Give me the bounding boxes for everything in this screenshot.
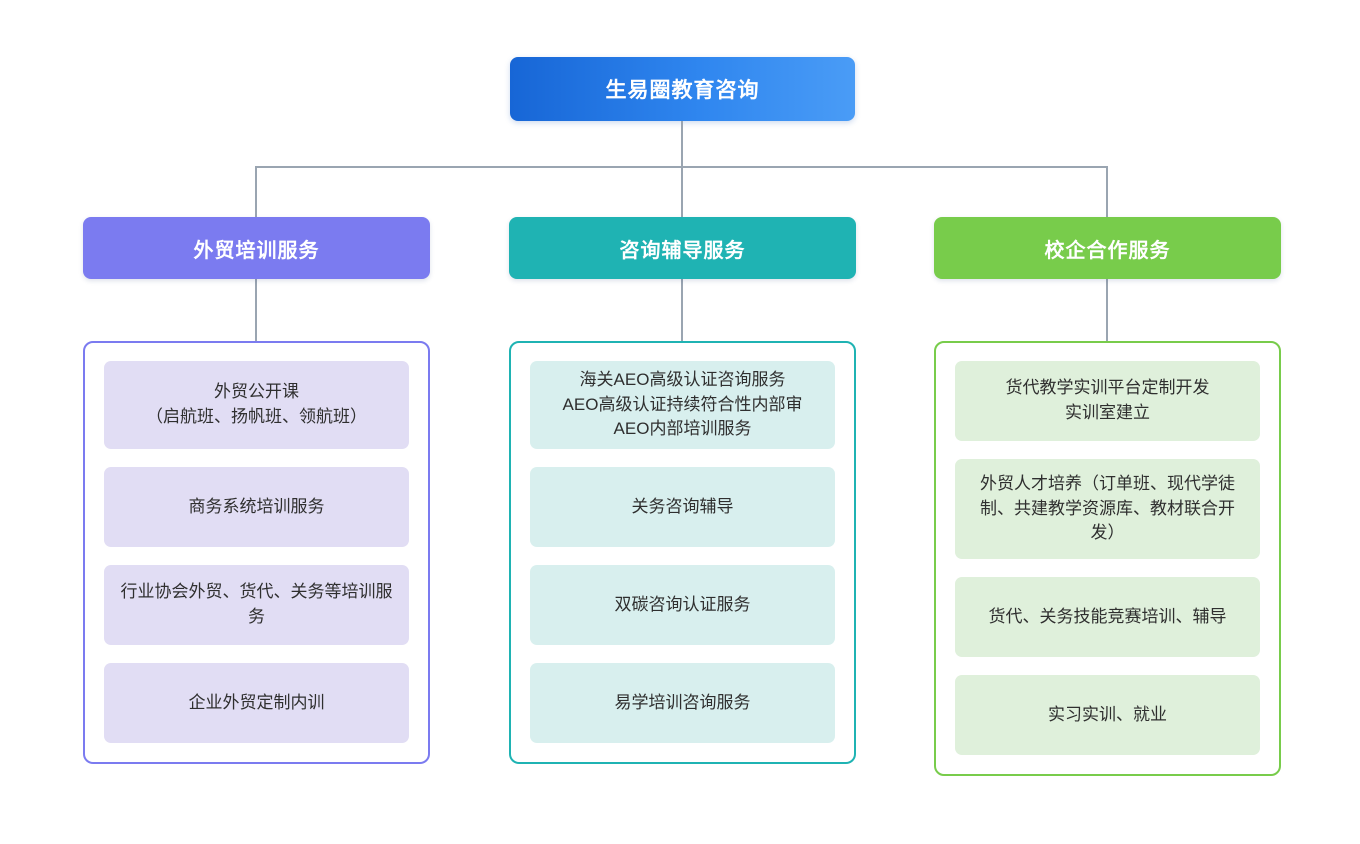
- branch-1-item-4[interactable]: 企业外贸定制内训: [104, 663, 409, 743]
- branch-3-item-2[interactable]: 外贸人才培养（订单班、现代学徒制、共建教学资源库、教材联合开发）: [955, 459, 1260, 559]
- branch-header-1-label: 外贸培训服务: [193, 239, 320, 262]
- branch-1-item-2[interactable]: 商务系统培训服务: [104, 467, 409, 547]
- branch-header-2-label: 咨询辅导服务: [619, 239, 746, 262]
- root-node-education-consulting[interactable]: 生易圈教育咨询: [510, 57, 855, 121]
- branch-column-consulting-tutoring: 咨询辅导服务 海关AEO高级认证咨询服务 AEO高级认证持续符合性内部审 AEO…: [509, 217, 856, 764]
- branch-header-2[interactable]: 咨询辅导服务: [509, 217, 856, 279]
- connector-branch-3-drop: [1106, 166, 1108, 218]
- connector-branch-2-to-items: [681, 279, 683, 342]
- branch-1-item-1[interactable]: 外贸公开课 （启航班、扬帆班、领航班）: [104, 361, 409, 449]
- branch-2-item-2[interactable]: 关务咨询辅导: [530, 467, 835, 547]
- branch-header-3-label: 校企合作服务: [1044, 239, 1171, 262]
- connector-branch-2-drop: [681, 166, 683, 218]
- connector-root-stem: [681, 121, 683, 167]
- branch-2-item-4[interactable]: 易学培训咨询服务: [530, 663, 835, 743]
- branch-items-container-2: 海关AEO高级认证咨询服务 AEO高级认证持续符合性内部审 AEO内部培训服务 …: [509, 341, 856, 764]
- branch-3-item-3[interactable]: 货代、关务技能竞赛培训、辅导: [955, 577, 1260, 657]
- branch-items-container-3: 货代教学实训平台定制开发 实训室建立 外贸人才培养（订单班、现代学徒制、共建教学…: [934, 341, 1281, 776]
- root-node-label: 生易圈教育咨询: [605, 79, 760, 102]
- branch-items-container-1: 外贸公开课 （启航班、扬帆班、领航班） 商务系统培训服务 行业协会外贸、货代、关…: [83, 341, 430, 764]
- branch-3-item-1[interactable]: 货代教学实训平台定制开发 实训室建立: [955, 361, 1260, 441]
- branch-2-item-1[interactable]: 海关AEO高级认证咨询服务 AEO高级认证持续符合性内部审 AEO内部培训服务: [530, 361, 835, 449]
- connector-branch-3-to-items: [1106, 279, 1108, 342]
- branch-2-item-3[interactable]: 双碳咨询认证服务: [530, 565, 835, 645]
- branch-3-item-4[interactable]: 实习实训、就业: [955, 675, 1260, 755]
- branch-column-foreign-trade-training: 外贸培训服务 外贸公开课 （启航班、扬帆班、领航班） 商务系统培训服务 行业协会…: [83, 217, 430, 764]
- branch-1-item-3[interactable]: 行业协会外贸、货代、关务等培训服务: [104, 565, 409, 645]
- branch-column-school-enterprise-cooperation: 校企合作服务 货代教学实训平台定制开发 实训室建立 外贸人才培养（订单班、现代学…: [934, 217, 1281, 776]
- connector-branch-1-drop: [255, 166, 257, 218]
- connector-branch-1-to-items: [255, 279, 257, 342]
- branch-header-3[interactable]: 校企合作服务: [934, 217, 1281, 279]
- branch-header-1[interactable]: 外贸培训服务: [83, 217, 430, 279]
